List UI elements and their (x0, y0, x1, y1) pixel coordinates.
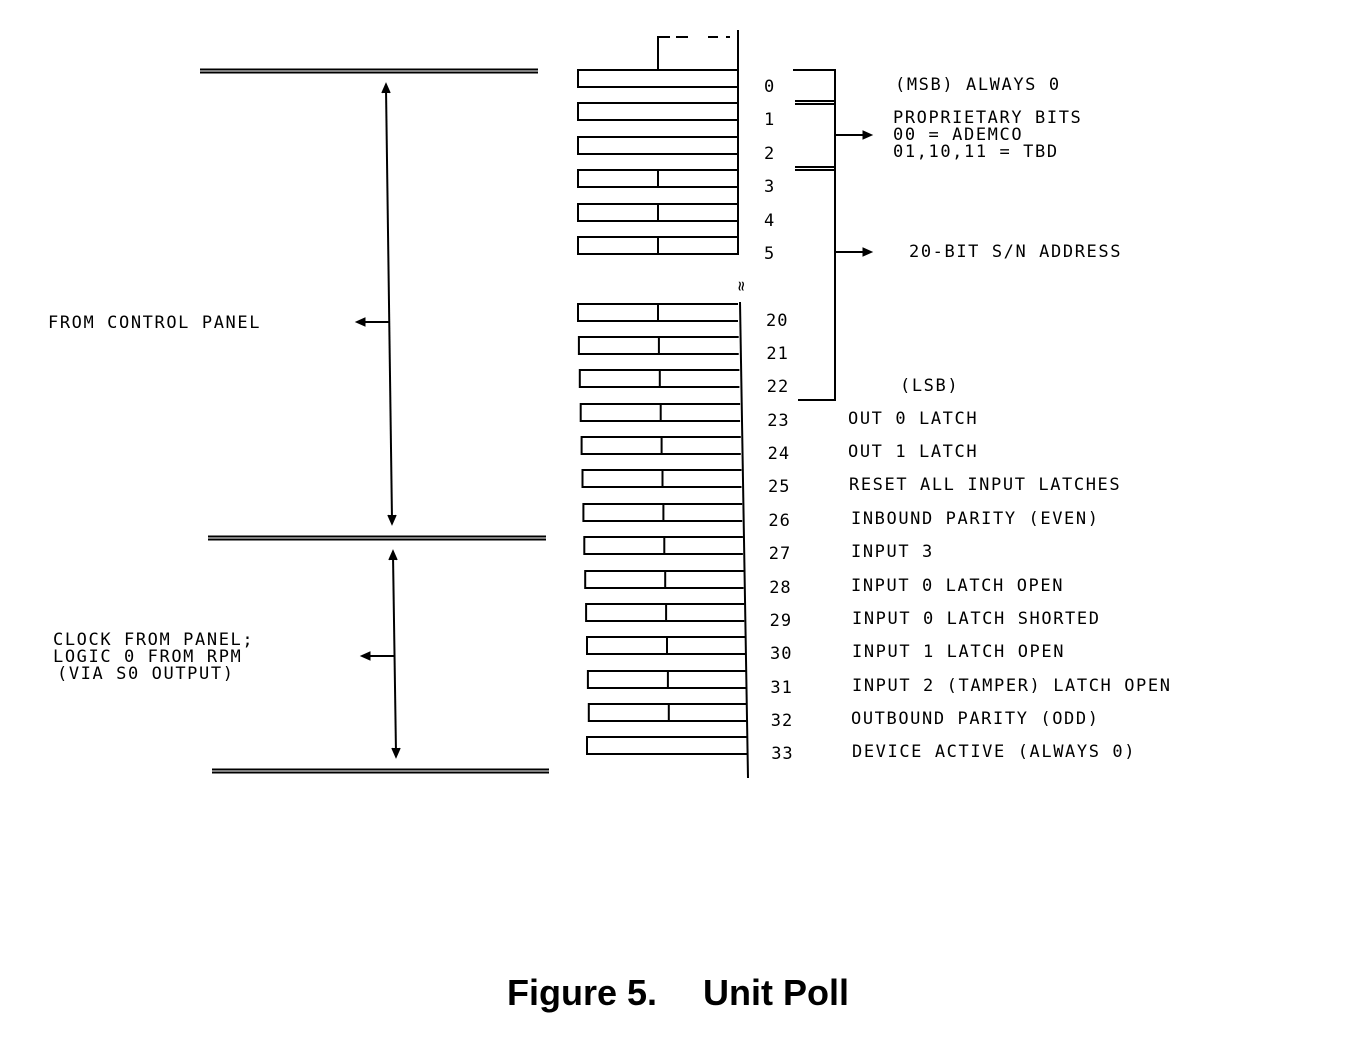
lsb-annotation: (LSB) (900, 376, 959, 396)
bit-cell-0 (577, 69, 738, 88)
bit-number-33: 33 (771, 744, 793, 764)
bit-number-1: 1 (764, 110, 775, 130)
dashed-pulse-top-left (657, 36, 670, 70)
bit-cell-19 (586, 736, 748, 755)
bit-description-23: OUT 0 LATCH (848, 409, 978, 429)
address-annotation: 20-BIT S/N ADDRESS (909, 242, 1122, 262)
proprietary-line-3: 01,10,11 = TBD (893, 142, 1059, 162)
bit-description-26: INBOUND PARITY (EVEN) (851, 509, 1100, 529)
bit-number-5: 5 (764, 244, 775, 264)
clock-arrow-shaft (392, 554, 397, 754)
bit-cell-1 (577, 102, 738, 121)
diagram-text: FROM CONTROL PANEL CLOCK FROM PANEL; LOG… (48, 75, 1122, 684)
bit-number-31: 31 (770, 678, 792, 698)
bit-number-25: 25 (768, 477, 790, 497)
bit-description-27: INPUT 3 (851, 542, 934, 562)
bit-number-26: 26 (768, 511, 790, 531)
bit-description-24: OUT 1 LATCH (848, 442, 978, 462)
bit-number-23: 23 (767, 411, 789, 431)
bit-number-27: 27 (769, 544, 791, 564)
bit-description-28: INPUT 0 LATCH OPEN (851, 576, 1064, 596)
bit-description-32: OUTBOUND PARITY (ODD) (851, 709, 1100, 729)
bit-number-3: 3 (764, 177, 775, 197)
bit-description-29: INPUT 0 LATCH SHORTED (852, 609, 1101, 629)
msb-lsb-bracket (793, 69, 836, 401)
clock-label-line-1: CLOCK FROM PANEL; (53, 630, 254, 650)
bit-number-2: 2 (764, 144, 775, 164)
bit-cell-17 (586, 670, 746, 689)
diagram-structure (200, 30, 874, 779)
right-rail-lower (739, 301, 749, 779)
bit-description-column: OUT 0 LATCH OUT 1 LATCH RESET ALL INPUT LA… (848, 409, 1172, 762)
figure-title: Unit Poll (703, 972, 850, 1013)
clock-label-line-2: LOGIC 0 FROM RPM (53, 647, 242, 667)
bit-number-21: 21 (766, 344, 788, 364)
bit-number-20: 20 (766, 311, 788, 331)
control-panel-arrow-bottom (387, 514, 397, 526)
break-mark: ≈ (731, 281, 751, 292)
clock-label-arrow-head (359, 651, 371, 661)
control-panel-arrow-shaft (385, 87, 393, 521)
figure-caption: Figure 5. Unit Poll (0, 972, 1356, 1014)
address-arrow-head (862, 247, 874, 257)
proprietary-arrow-head (862, 130, 874, 140)
figure-number: Figure 5. (506, 972, 658, 1013)
clock-label-line-3: (VIA S0 OUTPUT) (57, 664, 235, 684)
bit-cell-2 (577, 136, 738, 155)
bit-number-4: 4 (764, 211, 775, 231)
clock-arrow-top (388, 549, 398, 561)
control-panel-arrow-top (381, 82, 391, 94)
bit-description-33: DEVICE ACTIVE (ALWAYS 0) (852, 742, 1136, 762)
bit-number-0: 0 (764, 77, 775, 97)
bit-description-25: RESET ALL INPUT LATCHES (849, 475, 1121, 495)
bit-description-30: INPUT 1 LATCH OPEN (852, 642, 1065, 662)
bit-number-29: 29 (770, 611, 792, 631)
bit-number-28: 28 (769, 578, 791, 598)
bit-number-22: 22 (767, 377, 789, 397)
clock-arrow-bottom (391, 747, 401, 759)
from-control-panel-label: FROM CONTROL PANEL (48, 313, 261, 333)
msb-annotation: (MSB) ALWAYS 0 (895, 75, 1061, 95)
proprietary-line-1: PROPRIETARY BITS (893, 108, 1082, 128)
bit-description-31: INPUT 2 (TAMPER) LATCH OPEN (852, 676, 1172, 696)
bit-number-32: 32 (771, 711, 793, 731)
bit-number-24: 24 (768, 444, 790, 464)
control-panel-label-arrow-head (354, 317, 366, 327)
bit-cell-18 (587, 703, 747, 722)
bit-number-30: 30 (770, 644, 792, 664)
proprietary-line-2: 00 = ADEMCO (893, 125, 1023, 145)
